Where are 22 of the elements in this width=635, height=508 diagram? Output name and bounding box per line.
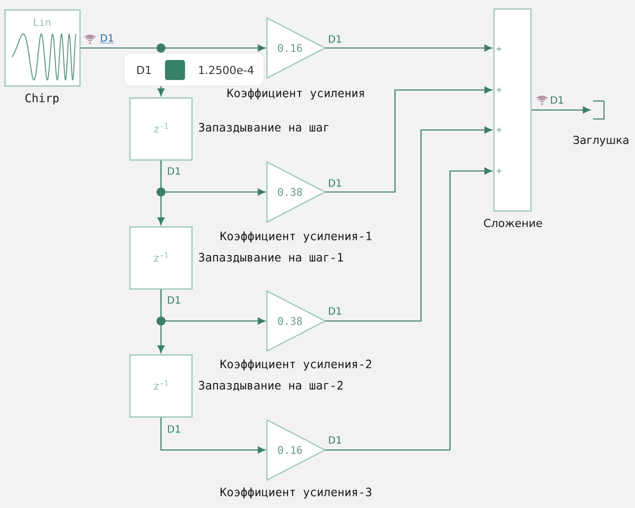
- sum-block: + + + +: [493, 8, 532, 212]
- delay-block: z$^{-1}$: [129, 226, 193, 290]
- block-label: Коэффициент усиления-1: [220, 231, 372, 243]
- source-block: Lin: [4, 9, 81, 87]
- block-label: Запаздывание на шаг-1: [198, 252, 343, 264]
- gain-triangle: 0.38: [266, 161, 326, 223]
- block-label: Коэффициент усиления: [228, 88, 364, 100]
- block-label: Chirp: [25, 93, 59, 105]
- delay-block: z$^{-1}$: [129, 97, 193, 161]
- signal-name: D1: [137, 66, 151, 74]
- gain-triangle: 0.38: [266, 290, 326, 352]
- block-label: Коэффициент усиления-2: [220, 359, 372, 371]
- block-label: Сложение: [484, 218, 542, 228]
- delay-block: z$^{-1}$: [129, 354, 193, 418]
- block-label: Коэффициент усиления-3: [220, 487, 372, 499]
- value-text: 1.2500e-4: [199, 66, 254, 74]
- gain-triangle: 0.16: [266, 419, 326, 481]
- gain-triangle: 0.16: [266, 17, 326, 79]
- block-label: Запаздывание на шаг: [198, 122, 328, 134]
- block-label: Заглушка: [573, 136, 628, 146]
- block-label: Запаздывание на шаг-2: [198, 380, 343, 392]
- terminator-symbol: [592, 100, 604, 120]
